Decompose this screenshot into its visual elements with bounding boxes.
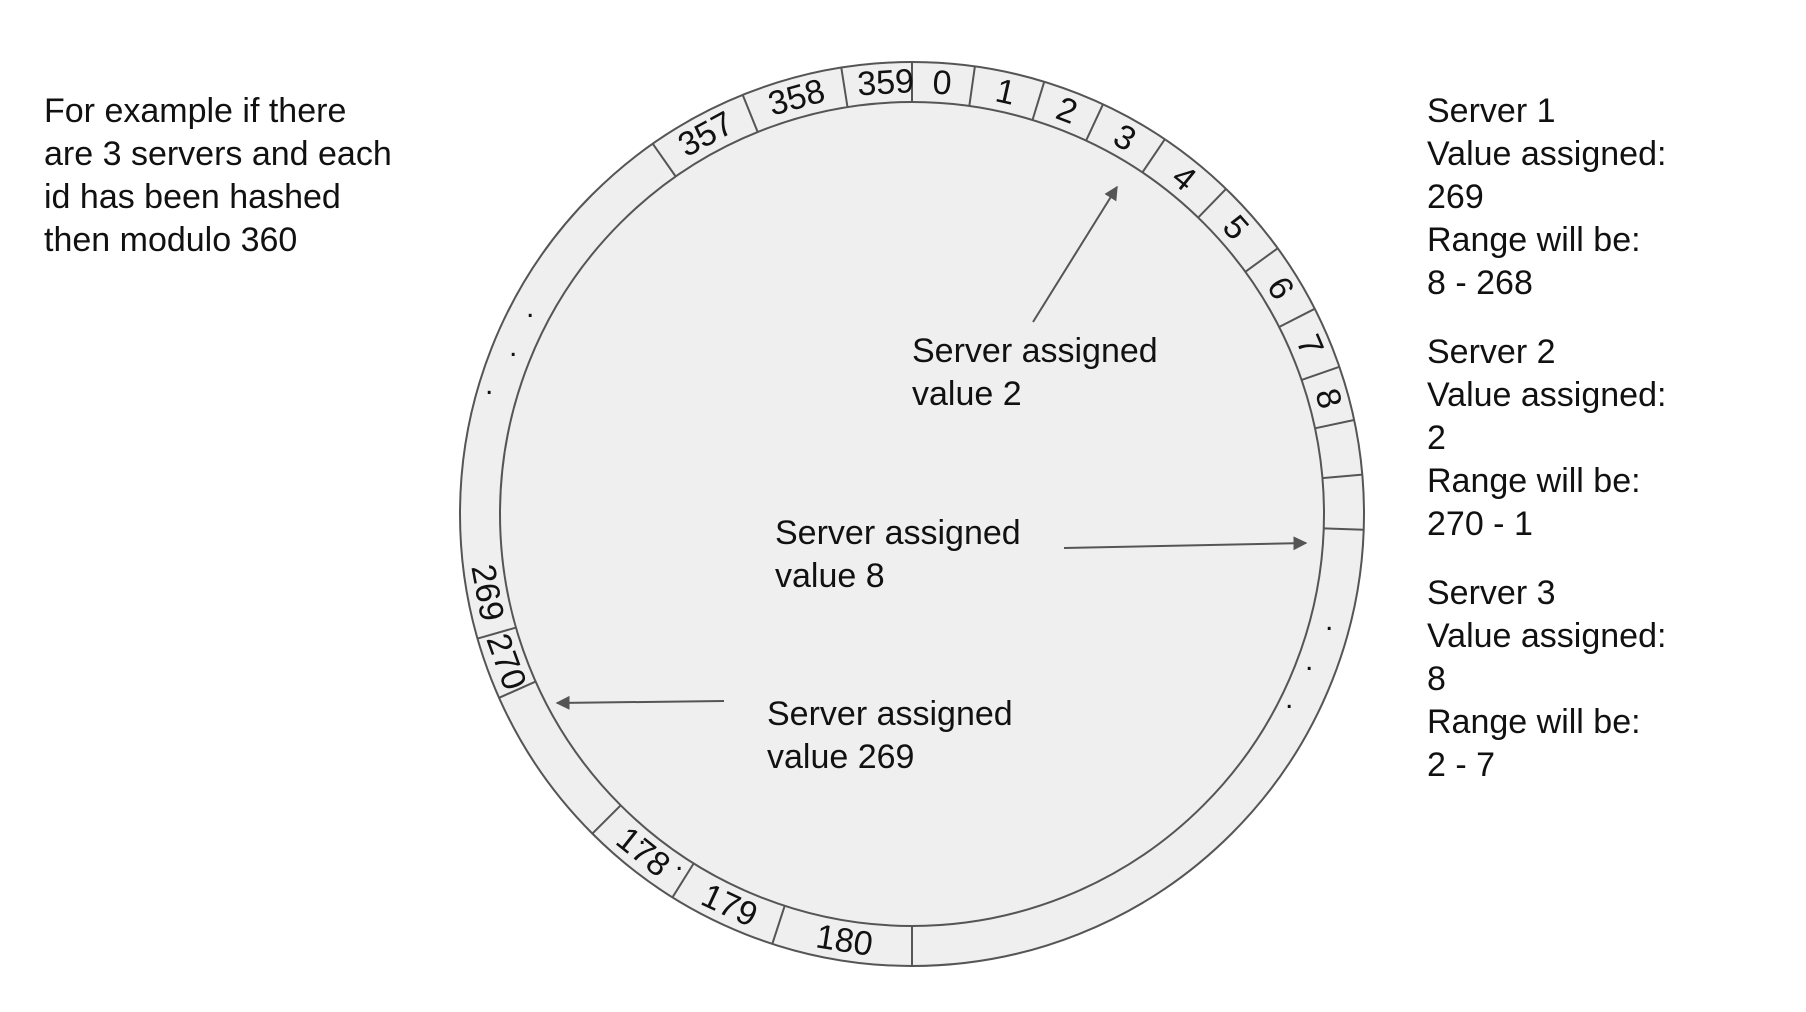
ring-tick xyxy=(1197,188,1227,219)
ring-tick xyxy=(1244,247,1279,273)
svg-text:.: . xyxy=(526,291,534,324)
range-label: Range will be: xyxy=(1427,703,1641,741)
range: 270 - 1 xyxy=(1427,505,1533,543)
annotation-value-8: Server assigned value 8 xyxy=(775,514,1308,595)
server-list: Server 1 Value assigned: 269 Range will … xyxy=(1427,90,1727,813)
range: 8 - 268 xyxy=(1427,264,1533,302)
server-2-info: Server 2 Value assigned: 2 Range will be… xyxy=(1427,331,1727,546)
svg-text:.: . xyxy=(712,864,720,897)
intro-line: id has been hashed xyxy=(44,178,341,216)
value-label: Value assigned: xyxy=(1427,376,1667,414)
server-name: Server 3 xyxy=(1427,574,1556,612)
ring-label: 180 xyxy=(813,917,875,963)
ring-tick xyxy=(651,143,677,178)
ring-tick xyxy=(477,626,517,640)
annotation-line: Server assigned xyxy=(912,332,1158,370)
svg-text:.: . xyxy=(1305,644,1313,677)
value-label: Value assigned: xyxy=(1427,617,1667,655)
server-3-info: Server 3 Value assigned: 8 Range will be… xyxy=(1427,572,1727,787)
value-label: Value assigned: xyxy=(1427,135,1667,173)
ellipsis-bottom: . . . xyxy=(638,818,720,897)
server-name: Server 1 xyxy=(1427,92,1556,130)
svg-text:.: . xyxy=(509,330,517,363)
svg-text:.: . xyxy=(1325,604,1333,637)
ring-tick xyxy=(968,66,976,107)
ring-tick xyxy=(1301,365,1340,381)
ring-tick xyxy=(1322,473,1363,480)
ring-tick xyxy=(671,862,695,898)
ring-tick xyxy=(1323,527,1364,531)
arrow-to-8 xyxy=(1063,536,1308,551)
annotation-line: value 8 xyxy=(775,557,885,595)
svg-text:.: . xyxy=(638,818,646,851)
ring-label: 359 xyxy=(856,62,915,103)
ring-tick-marks xyxy=(477,62,1364,966)
annotation-value-2: Server assigned value 2 xyxy=(912,185,1158,413)
ring-tick xyxy=(591,804,622,835)
ring-tick xyxy=(840,67,849,108)
range: 2 - 7 xyxy=(1427,746,1496,784)
intro-line: For example if there xyxy=(44,92,347,130)
value: 269 xyxy=(1427,178,1484,216)
annotation-value-269: Server assigned value 269 xyxy=(555,695,1013,776)
ring-tick xyxy=(1085,103,1104,142)
server-name: Server 2 xyxy=(1427,333,1556,371)
svg-text:.: . xyxy=(1285,682,1293,715)
ring-tick xyxy=(498,680,537,699)
range-label: Range will be: xyxy=(1427,221,1641,259)
arrow-to-2 xyxy=(1032,185,1118,323)
value: 8 xyxy=(1427,660,1446,698)
annotation-line: Server assigned xyxy=(775,514,1021,552)
annotation-line: Server assigned xyxy=(767,695,1013,733)
ring-tick xyxy=(1278,307,1316,328)
intro-line: are 3 servers and each xyxy=(44,135,392,173)
annotation-line: value 2 xyxy=(912,375,1022,413)
ring-tick xyxy=(741,94,759,133)
annotation-line: value 269 xyxy=(767,738,914,776)
svg-text:.: . xyxy=(675,844,683,877)
value: 2 xyxy=(1427,419,1446,457)
intro-text: For example if there are 3 servers and e… xyxy=(44,90,444,262)
svg-text:.: . xyxy=(485,368,493,401)
range-label: Range will be: xyxy=(1427,462,1641,500)
server-1-info: Server 1 Value assigned: 269 Range will … xyxy=(1427,90,1727,305)
arrow-to-269 xyxy=(555,695,725,710)
ring-tick xyxy=(1314,419,1355,430)
ellipsis-left: . . . xyxy=(485,291,534,401)
intro-line: then modulo 360 xyxy=(44,221,298,259)
ring-label: 0 xyxy=(931,63,953,102)
ring-tick xyxy=(771,905,786,945)
ring-tick xyxy=(1031,81,1046,121)
ellipsis-right: . . . xyxy=(1285,604,1333,715)
ring-tick xyxy=(1141,138,1166,173)
